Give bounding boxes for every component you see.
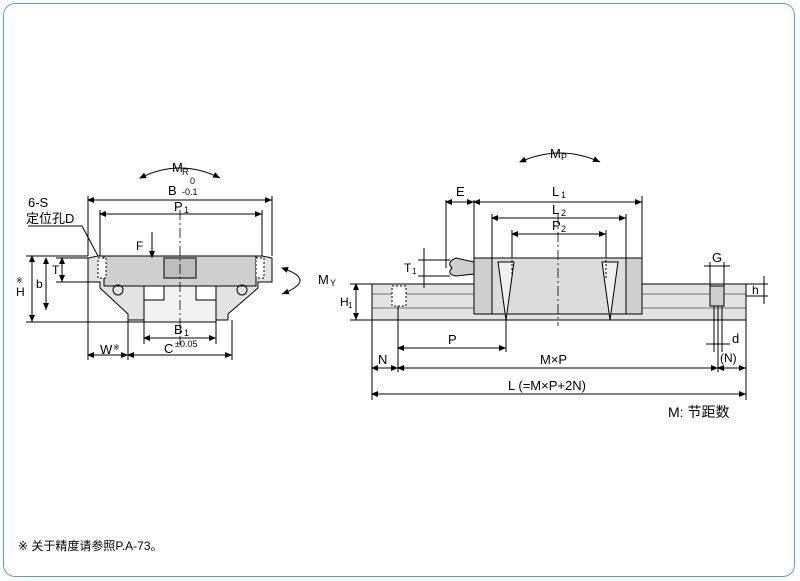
label-h-mark: ※ bbox=[16, 276, 23, 285]
label-e: E bbox=[456, 184, 465, 199]
grease-nipple bbox=[449, 257, 475, 277]
label-b1-sub: 1 bbox=[184, 328, 189, 338]
label-b-tol-lower: -0.1 bbox=[182, 187, 198, 197]
label-w-mark: ※ bbox=[113, 343, 120, 352]
label-c: C bbox=[164, 341, 173, 356]
label-d: d bbox=[732, 331, 739, 346]
label-g: G bbox=[712, 250, 722, 265]
label-mr: M bbox=[172, 160, 183, 175]
accuracy-footnote: ※ 关于精度请参照P.A-73。 bbox=[18, 539, 163, 553]
ball-left bbox=[112, 284, 124, 296]
label-h-small: h bbox=[752, 283, 759, 297]
tap-hole-right bbox=[255, 257, 265, 279]
end-plate-left bbox=[473, 257, 493, 315]
rail-hole-right bbox=[709, 285, 725, 307]
label-my-sub: Y bbox=[330, 278, 336, 288]
front-view bbox=[26, 167, 301, 360]
label-mp: M bbox=[550, 146, 561, 161]
label-l1: L bbox=[552, 184, 559, 199]
label-f: F bbox=[136, 239, 143, 253]
label-hole-spec-2: 定位孔D bbox=[26, 211, 74, 226]
label-t1-sub: 1 bbox=[412, 267, 417, 276]
roll-moment-arrow bbox=[139, 167, 221, 179]
label-mp-sub: P bbox=[561, 152, 567, 162]
label-h1-sub: 1 bbox=[348, 301, 353, 310]
label-p2-sub: 2 bbox=[561, 224, 566, 234]
side-view bbox=[350, 152, 768, 400]
label-b-small: b bbox=[36, 277, 43, 291]
label-p1: P bbox=[174, 199, 183, 214]
end-plate-right bbox=[625, 257, 643, 315]
label-b1: B bbox=[174, 322, 183, 337]
label-mr-sub: R bbox=[182, 167, 189, 177]
tap-hole-left bbox=[97, 257, 107, 279]
label-t: T bbox=[52, 263, 60, 277]
rail-cutout-right bbox=[195, 285, 217, 301]
rail-cutout-left bbox=[143, 285, 165, 301]
label-c-tol: ±0.05 bbox=[175, 339, 197, 349]
pitch-count-legend: M: 节距数 bbox=[668, 404, 730, 420]
label-b: B bbox=[168, 183, 177, 198]
label-l-total: L (=M×P+2N) bbox=[508, 378, 586, 393]
ball-right bbox=[236, 284, 248, 296]
label-mxp: M×P bbox=[540, 352, 567, 367]
label-w: W bbox=[100, 342, 113, 357]
label-t1: T bbox=[404, 261, 412, 275]
label-n-paren: (N) bbox=[720, 351, 737, 365]
rail-hole-left bbox=[391, 285, 407, 307]
pitch-moment-arrow bbox=[519, 152, 601, 163]
label-l1-sub: 1 bbox=[561, 190, 566, 200]
hole-leader bbox=[28, 225, 99, 257]
label-hole-spec-1: 6-S bbox=[28, 195, 49, 210]
label-h: H bbox=[16, 285, 25, 299]
label-l2-sub: 2 bbox=[561, 208, 566, 218]
label-b-tol-upper: 0 bbox=[190, 176, 195, 186]
label-n: N bbox=[378, 352, 387, 367]
label-p1-sub: 1 bbox=[184, 205, 189, 215]
label-p: P bbox=[448, 332, 457, 347]
label-my: M bbox=[318, 272, 329, 287]
yaw-moment-arrow bbox=[281, 267, 301, 295]
label-l2: L bbox=[552, 202, 559, 217]
label-h1: H bbox=[340, 295, 349, 309]
label-p2: P bbox=[552, 218, 561, 233]
